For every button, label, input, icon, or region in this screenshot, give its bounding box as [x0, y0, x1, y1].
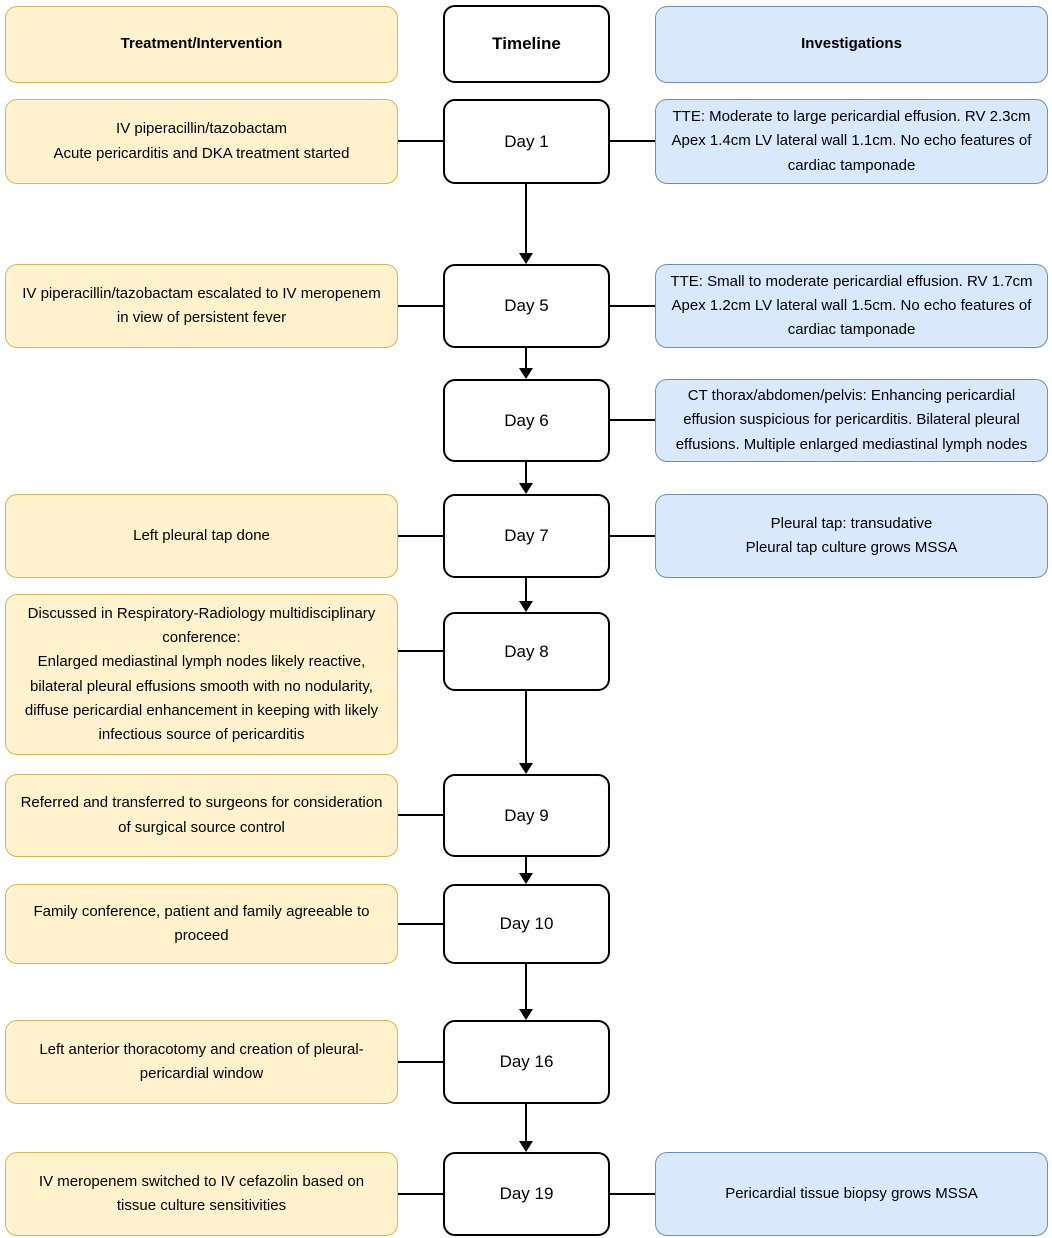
arrowhead-day10	[519, 873, 533, 884]
treatment-day1: IV piperacillin/tazobactam Acute pericar…	[5, 99, 398, 184]
arrowhead-day5	[519, 253, 533, 264]
arrowhead-day7	[519, 483, 533, 494]
timeline-day6: Day 6	[443, 379, 610, 462]
investigation-day1: TTE: Moderate to large pericardial effus…	[655, 99, 1048, 184]
treatment-day19: IV meropenem switched to IV cefazolin ba…	[5, 1152, 398, 1236]
timeline-day9: Day 9	[443, 774, 610, 857]
connector-day5-right	[610, 305, 655, 307]
timeline-day16: Day 16	[443, 1020, 610, 1104]
connector-day16-left	[398, 1061, 443, 1063]
connector-day19-left	[398, 1193, 443, 1195]
connector-day1-left	[398, 140, 443, 142]
connector-day5-left	[398, 305, 443, 307]
arrow-line-day5-day6	[525, 348, 527, 369]
timeline-day19: Day 19	[443, 1152, 610, 1236]
arrowhead-day8	[519, 601, 533, 612]
connector-day7-left	[398, 535, 443, 537]
treatment-day8: Discussed in Respiratory-Radiology multi…	[5, 594, 398, 755]
connector-day19-right	[610, 1193, 655, 1195]
arrow-line-day9-day10	[525, 857, 527, 874]
timeline-day7: Day 7	[443, 494, 610, 578]
arrowhead-day19	[519, 1141, 533, 1152]
investigation-day6: CT thorax/abdomen/pelvis: Enhancing peri…	[655, 379, 1048, 462]
timeline-day5: Day 5	[443, 264, 610, 348]
investigation-day7: Pleural tap: transudative Pleural tap cu…	[655, 494, 1048, 578]
timeline-column-header: Timeline	[443, 5, 610, 83]
treatment-day10: Family conference, patient and family ag…	[5, 884, 398, 964]
timeline-day10: Day 10	[443, 884, 610, 964]
timeline-day8: Day 8	[443, 612, 610, 691]
investigations-column-header: Investigations	[655, 6, 1048, 83]
arrow-line-day1-day5	[525, 184, 527, 254]
arrow-line-day8-day9	[525, 691, 527, 764]
arrowhead-day16	[519, 1009, 533, 1020]
treatment-day16: Left anterior thoracotomy and creation o…	[5, 1020, 398, 1104]
connector-day10-left	[398, 923, 443, 925]
investigation-day5: TTE: Small to moderate pericardial effus…	[655, 264, 1048, 348]
treatment-column-header: Treatment/Intervention	[5, 6, 398, 83]
arrowhead-day6	[519, 368, 533, 379]
arrow-line-day7-day8	[525, 578, 527, 602]
treatment-day7: Left pleural tap done	[5, 494, 398, 578]
investigation-day19: Pericardial tissue biopsy grows MSSA	[655, 1152, 1048, 1236]
connector-day6-right	[610, 419, 655, 421]
arrowhead-day9	[519, 763, 533, 774]
connector-day7-right	[610, 535, 655, 537]
treatment-day9: Referred and transferred to surgeons for…	[5, 774, 398, 857]
treatment-day5: IV piperacillin/tazobactam escalated to …	[5, 264, 398, 348]
timeline-day1: Day 1	[443, 99, 610, 184]
connector-day9-left	[398, 814, 443, 816]
arrow-line-day16-day19	[525, 1104, 527, 1142]
arrow-line-day6-day7	[525, 462, 527, 484]
connector-day8-left	[398, 650, 443, 652]
connector-day1-right	[610, 140, 655, 142]
arrow-line-day10-day16	[525, 964, 527, 1010]
